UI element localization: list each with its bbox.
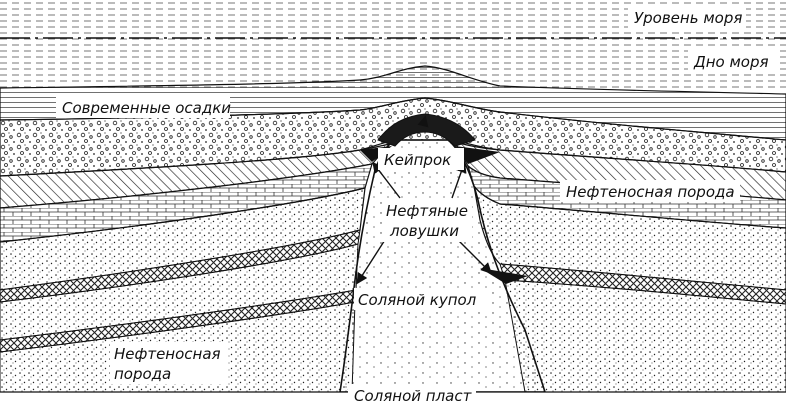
- oil-traps-label-line2: ловушки: [389, 222, 459, 240]
- oil-traps-label-line1: Нефтяные: [386, 202, 468, 220]
- caprock-label: Кейпрок: [384, 151, 451, 169]
- oil-rock-left-label-line1: Нефтеносная: [114, 345, 221, 363]
- salt-dome-label: Соляной купол: [358, 291, 477, 309]
- modern-sediments-label: Современные осадки: [62, 99, 231, 117]
- oil-rock-left-label-line2: порода: [114, 365, 171, 383]
- salt-bed-label: Соляной пласт: [354, 387, 473, 405]
- sea-floor-label: Дно моря: [693, 53, 769, 71]
- oil-rock-right-label: Нефтеносная порода: [566, 183, 735, 201]
- sea-level-label: Уровень моря: [634, 9, 742, 27]
